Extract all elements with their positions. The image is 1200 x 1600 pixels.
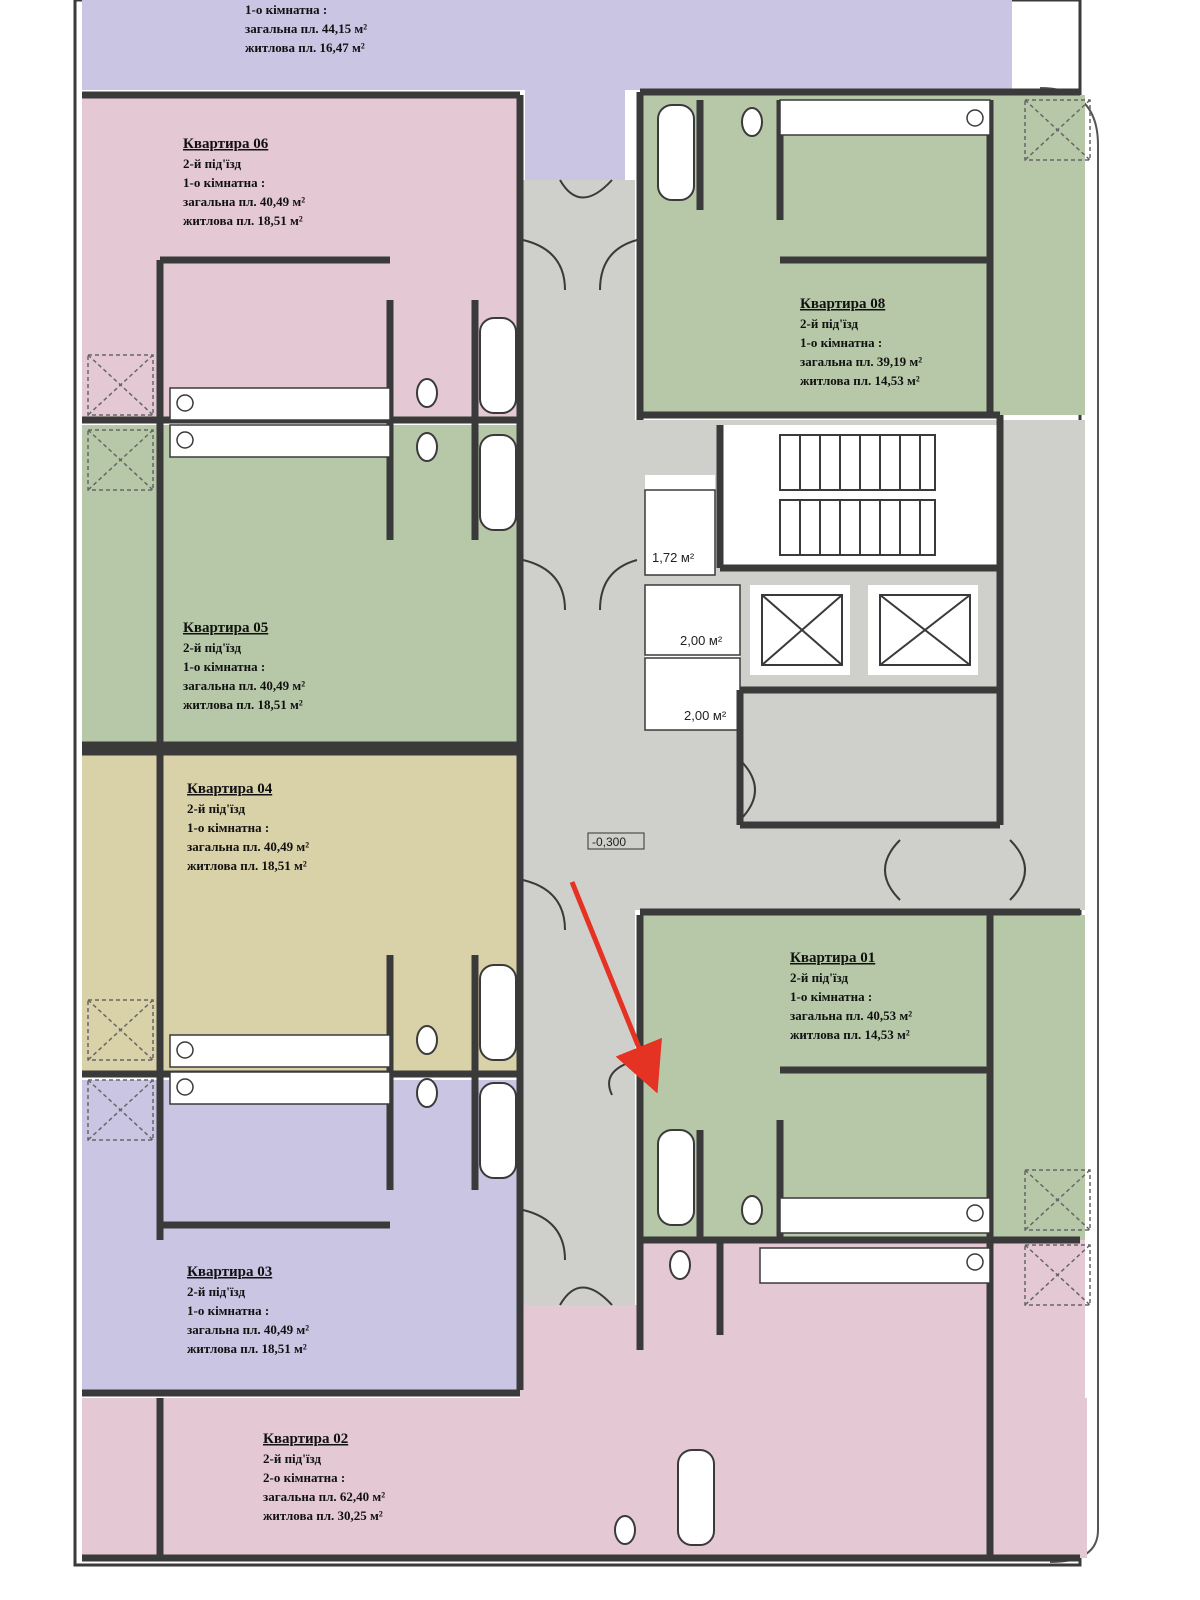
apartment-04-line-1: 2-й під'їзд <box>187 801 245 816</box>
apartment-04-line-3: загальна пл. 40,49 м² <box>187 839 309 854</box>
storage-rooms <box>644 489 741 731</box>
apartment-08-title: Квартира 08 <box>800 296 885 312</box>
apartment-01-area <box>640 915 1085 1240</box>
apartment-06-line-1: 2-й під'їзд <box>183 156 241 171</box>
apartment-02-title: Квартира 02 <box>263 1431 348 1447</box>
apartment-01-title: Квартира 01 <box>790 950 875 966</box>
apartment-03-area <box>82 1080 520 1393</box>
apartment-04-line-2: 1-о кімнатна : <box>187 820 269 835</box>
kitchen-units <box>169 99 991 1284</box>
apartment-02-line-4: житлова пл. 30,25 м² <box>263 1508 383 1523</box>
apartment-05-line-4: житлова пл. 18,51 м² <box>183 697 303 712</box>
apartment-05-label: Квартира 05 2-й під'їзд 1-о кімнатна : з… <box>183 620 305 712</box>
apartment-06-line-3: загальна пл. 40,49 м² <box>183 194 305 209</box>
apartment-01-line-1: 2-й під'їзд <box>790 970 848 985</box>
apartment-03-line-1: 2-й під'їзд <box>187 1284 245 1299</box>
apartment-03-label: Квартира 03 2-й під'їзд 1-о кімнатна : з… <box>187 1264 309 1356</box>
apartment-01-line-2: 1-о кімнатна : <box>790 989 872 1004</box>
storage-area-2: 2,00 м² <box>680 633 723 648</box>
apartment-05-line-3: загальна пл. 40,49 м² <box>183 678 305 693</box>
apartment-01-line-4: житлова пл. 14,53 м² <box>790 1027 910 1042</box>
apartment-04-area <box>82 752 520 1074</box>
level-mark-box <box>587 832 645 850</box>
bathtubs <box>479 104 715 1546</box>
apartment-03-line-2: 1-о кімнатна : <box>187 1303 269 1318</box>
toilets <box>416 107 763 1545</box>
apartment-top-line-3: житлова пл. 16,47 м² <box>245 40 365 55</box>
apartment-03-line-4: житлова пл. 18,51 м² <box>187 1341 307 1356</box>
apartment-08-line-2: 1-о кімнатна : <box>800 335 882 350</box>
apartment-top-line-2: загальна пл. 44,15 м² <box>245 21 367 36</box>
apartment-04-label: Квартира 04 2-й під'їзд 1-о кімнатна : з… <box>187 781 309 873</box>
storage-area-3: 2,00 м² <box>684 708 727 723</box>
apartment-05-line-2: 1-о кімнатна : <box>183 659 265 674</box>
apartment-06-label: Квартира 06 2-й під'їзд 1-о кімнатна : з… <box>183 136 305 228</box>
apartment-03-line-3: загальна пл. 40,49 м² <box>187 1322 309 1337</box>
apartment-08-line-3: загальна пл. 39,19 м² <box>800 354 922 369</box>
apartment-02-label: Квартира 02 2-й під'їзд 2-о кімнатна : з… <box>263 1431 385 1523</box>
apartment-top-area <box>82 0 1012 90</box>
annotation-arrow <box>569 881 662 1094</box>
apartment-05-line-1: 2-й під'їзд <box>183 640 241 655</box>
apartment-06-line-2: 1-о кімнатна : <box>183 175 265 190</box>
apartment-08-line-4: житлова пл. 14,53 м² <box>800 373 920 388</box>
walls <box>82 88 1080 1562</box>
doors <box>522 179 1026 1306</box>
apartment-03-title: Квартира 03 <box>187 1264 272 1280</box>
apartment-02-line-1: 2-й під'їзд <box>263 1451 321 1466</box>
apartment-06-title: Квартира 06 <box>183 136 269 152</box>
apartment-08-label: Квартира 08 2-й під'їзд 1-о кімнатна : з… <box>800 296 922 388</box>
apartment-06-line-4: житлова пл. 18,51 м² <box>183 213 303 228</box>
apartment-08-line-1: 2-й під'їзд <box>800 316 858 331</box>
ventilation-shafts <box>87 99 1091 1306</box>
level-mark: -0,300 <box>592 835 626 849</box>
apartment-05-area <box>82 425 520 745</box>
apartment-04-title: Квартира 04 <box>187 781 273 797</box>
stairs <box>779 434 936 556</box>
apartment-08-area <box>640 95 1085 415</box>
apartment-02-area <box>82 1398 1087 1558</box>
apartment-01-line-3: загальна пл. 40,53 м² <box>790 1008 912 1023</box>
apartment-05-title: Квартира 05 <box>183 620 268 636</box>
apartment-02-line-2: 2-о кімнатна : <box>263 1470 345 1485</box>
apartment-top-label: 1-о кімнатна : загальна пл. 44,15 м² жит… <box>245 2 367 55</box>
room-fills <box>82 0 1087 1558</box>
storage-area-1: 1,72 м² <box>652 550 695 565</box>
corridor <box>520 180 635 1305</box>
apartment-top-line-1: 1-о кімнатна : <box>245 2 327 17</box>
apartment-02-line-3: загальна пл. 62,40 м² <box>263 1489 385 1504</box>
elevators <box>761 594 971 666</box>
apartment-04-line-4: житлова пл. 18,51 м² <box>187 858 307 873</box>
apartment-01-label: Квартира 01 2-й під'їзд 1-о кімнатна : з… <box>790 950 912 1042</box>
